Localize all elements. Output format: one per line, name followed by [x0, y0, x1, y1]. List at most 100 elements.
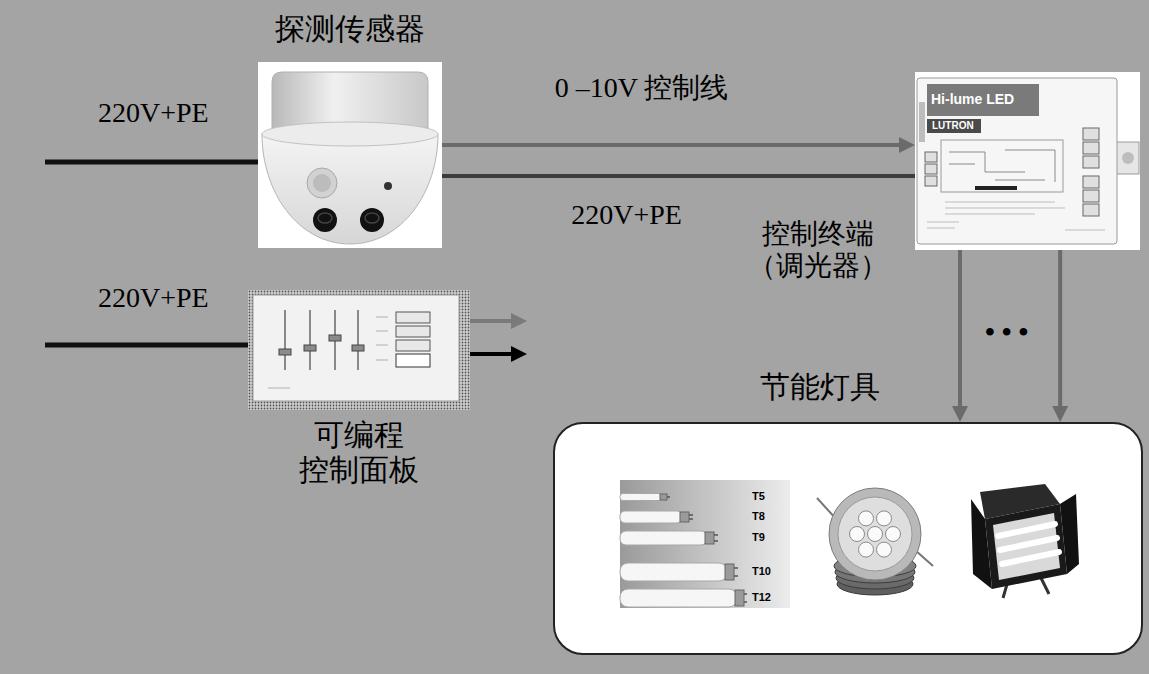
panel-illustration-part-part — [352, 345, 364, 351]
dimmer-illustration-part — [927, 202, 1105, 230]
signal-label: 0 –10V 控制线 — [555, 72, 729, 104]
tube-illustration-part-part — [714, 534, 718, 536]
panel-illustration-part-part — [309, 310, 311, 370]
tube-illustration-part-part — [680, 512, 689, 522]
tube-illustration-part-part — [725, 564, 734, 580]
panel-illustration-part-part — [329, 335, 341, 341]
dimmer-illustration-part-part — [945, 202, 1055, 203]
tube-illustration-part-part — [744, 601, 747, 603]
sensor-illustration-part — [313, 174, 331, 192]
dimmer-illustration-part-part — [1083, 128, 1099, 140]
dimmer-illustration-part-part — [1065, 230, 1105, 231]
tube-type-label: T9 — [752, 531, 765, 544]
panel-output-arrow — [470, 321, 519, 354]
panel-illustration-part — [285, 310, 358, 370]
floodlight-illustration-part — [998, 524, 1059, 564]
downlight-illustration-part-part — [859, 542, 874, 557]
tube-illustration-part-part — [667, 496, 670, 498]
dimmer-illustration-part-part — [927, 228, 955, 229]
tube-type-label: T12 — [752, 591, 771, 604]
voltage-label: 220V+PE — [98, 97, 209, 129]
dimmer-illustration-part — [917, 78, 1117, 244]
tube-illustration-part-part — [734, 567, 738, 569]
tube-illustration-part-part — [714, 540, 718, 542]
dimmer-illustration-part-part — [927, 222, 959, 223]
power-wire — [442, 174, 915, 178]
panel-illustration-part — [396, 312, 430, 367]
panel-illustration-part — [248, 290, 470, 410]
tube-illustration-part — [620, 480, 790, 608]
panel-illustration-part-part — [376, 317, 388, 318]
tube-illustration-part-part — [620, 511, 682, 523]
floodlight-illustration-part — [985, 504, 1067, 589]
downlight-illustration-part-part — [859, 511, 874, 526]
sensor-illustration-part — [360, 208, 384, 232]
dimmer-illustration-part-part — [1083, 156, 1099, 168]
panel-illustration-part-part — [304, 345, 316, 351]
dimmer-illustration-part-part — [925, 164, 937, 174]
panel-output-arrow-part — [470, 352, 519, 356]
lamp-group-box: T5T8T9T10T12节能灯具 — [553, 422, 1143, 655]
brand-label: LUTRON — [932, 120, 974, 132]
node-heading: 探测传感器 — [275, 12, 425, 47]
panel-illustration-part-part — [396, 312, 430, 323]
tube-illustration-part-part — [620, 589, 737, 607]
downlight-illustration-part-part — [850, 527, 865, 542]
panel-illustration-part-part — [396, 354, 430, 367]
downlight-illustration-part — [829, 488, 921, 580]
tube-illustration-part — [667, 497, 747, 602]
sensor-box: 探测传感器 — [258, 62, 442, 248]
dimmer-illustration-part-part — [945, 214, 1035, 215]
power-input-wire — [45, 162, 258, 345]
power-input-wire-part — [45, 160, 258, 165]
tube-type-label: T8 — [752, 510, 765, 523]
dimmer-illustration-part — [1115, 142, 1139, 174]
tube-illustration-part-part — [620, 563, 727, 581]
sensor-illustration — [258, 62, 442, 248]
dimmer-illustration-part — [927, 119, 981, 133]
tube-illustration-part — [620, 494, 737, 608]
panel-output-arrow-part — [470, 319, 519, 323]
dimmer-illustration-part — [925, 128, 1099, 216]
sensor-illustration-part — [307, 168, 337, 198]
tube-illustration-part-part — [705, 532, 714, 544]
panel-illustration-part-part — [279, 349, 291, 355]
tube-illustration-part-part — [660, 494, 667, 500]
downlight-illustration-part-part — [877, 542, 892, 557]
lamp-feed-arrow — [958, 250, 962, 414]
downlight-illustration-part-part — [868, 527, 883, 542]
tube-illustration-part-part — [620, 494, 662, 501]
sensor-illustration-part — [318, 213, 332, 223]
panel-illustration-part-part — [376, 331, 388, 332]
panel-illustration-part-part — [284, 310, 286, 370]
floodlight-illustration-part-part — [1002, 552, 1059, 564]
control-panel-box: 可编程 控制面板 — [248, 290, 470, 410]
panel-illustration-part — [279, 335, 364, 355]
dimmer-illustration-part-part — [1083, 142, 1099, 154]
floodlight-illustration-part — [993, 513, 1060, 580]
panel-illustration-part-part — [376, 345, 388, 346]
dimmer-illustration-part-part — [1083, 190, 1099, 202]
dimmer-illustration-part-part — [945, 208, 1065, 209]
dimmer-illustration-part-part — [1083, 176, 1099, 188]
lamp-feed-arrow — [1058, 250, 1062, 414]
dimmer-illustration-part — [919, 102, 925, 142]
tube-illustration-part-part — [620, 531, 707, 545]
downlight-illustration-part-part — [877, 511, 892, 526]
dimmer-box: Hi-lume LEDLUTRON控制终端 （调光器） — [915, 72, 1140, 250]
sensor-illustration-part — [272, 72, 428, 128]
ellipsis-mark: • • • — [985, 316, 1028, 348]
downlight-illustration-part — [850, 511, 901, 557]
dimmer-illustration-part — [975, 186, 1017, 190]
power-input-wire-part — [45, 343, 248, 348]
voltage-label: 220V+PE — [98, 282, 209, 314]
node-caption: 可编程 控制面板 — [297, 418, 422, 487]
tube-illustration-part-part — [689, 518, 693, 520]
panel-illustration-part-part — [396, 326, 430, 337]
downlight-illustration — [817, 488, 933, 595]
dimmer-illustration-part-part — [925, 152, 937, 162]
panel-illustration-part-part — [357, 310, 359, 370]
tube-illustration-part-part — [744, 593, 747, 595]
dimmer-illustration-part — [949, 150, 1055, 182]
